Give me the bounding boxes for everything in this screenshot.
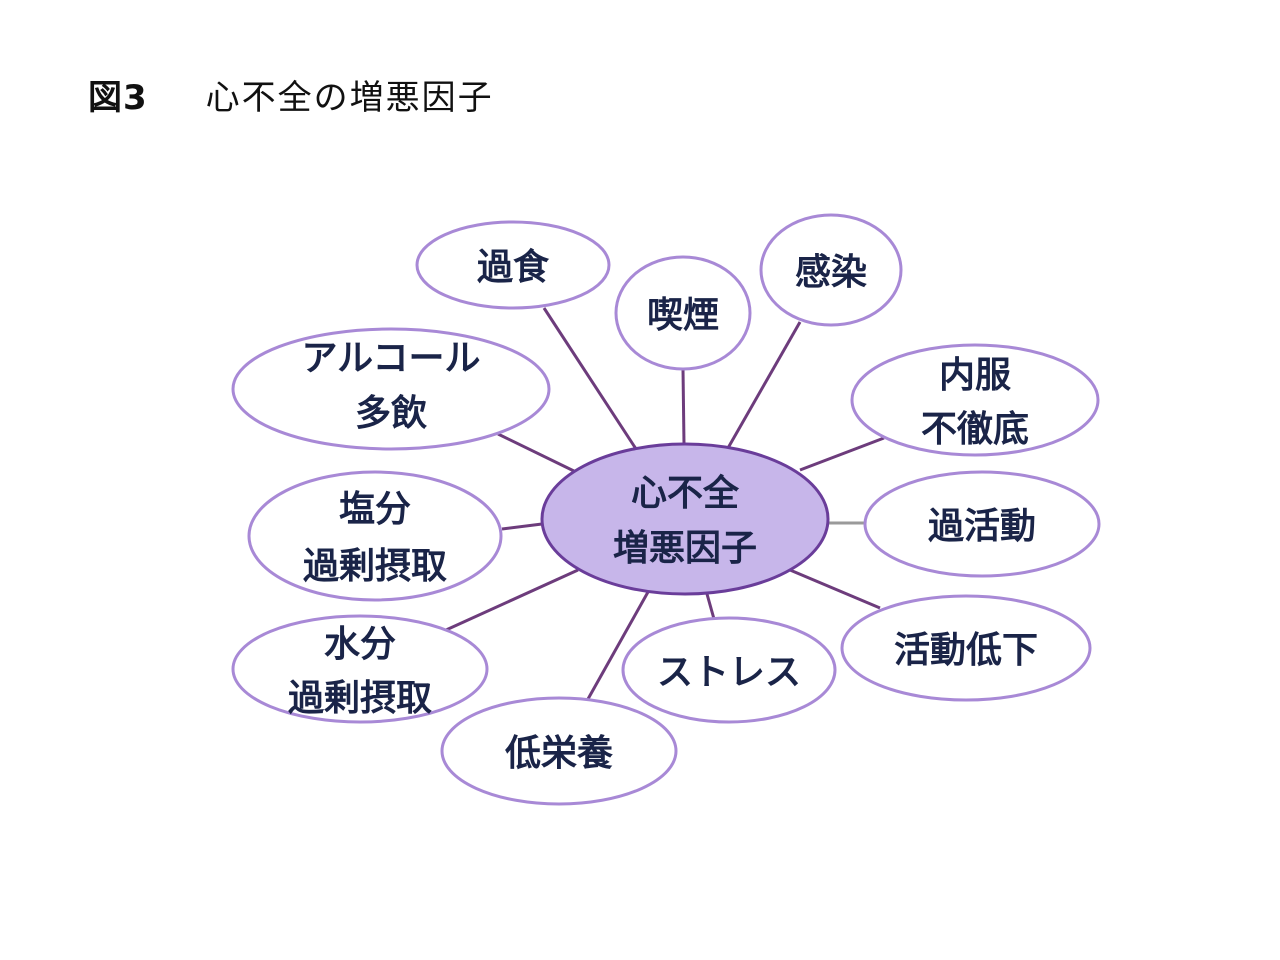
figure-label: 図3 <box>88 77 148 118</box>
connector-overeating <box>542 307 640 453</box>
node-alcohol: アルコール 多飲 <box>231 327 551 451</box>
connector-water <box>445 568 579 632</box>
connector-malnutrition <box>586 591 650 700</box>
node-reduced-activity-line-1: 活動低下 <box>894 630 1038 671</box>
hub-line-2: 増悪因子 <box>613 528 757 569</box>
node-water-line-2: 過剰摂取 <box>288 678 432 719</box>
node-overactivity-line-1: 過活動 <box>928 506 1036 547</box>
node-overeating: 過食 <box>415 220 611 310</box>
node-stress-line-1: ストレス <box>657 652 801 693</box>
node-salt: 塩分 過剰摂取 <box>247 470 503 602</box>
connector-alcohol <box>497 432 577 474</box>
node-medication-line-2: 不徹底 <box>921 409 1029 450</box>
node-salt-line-1: 塩分 <box>339 489 411 530</box>
node-infection-line-1: 感染 <box>795 252 867 293</box>
connector-infection <box>726 321 802 449</box>
connector-reduced-activity <box>789 568 881 610</box>
connector-medication <box>799 436 885 472</box>
connector-smoking <box>681 368 686 445</box>
node-alcohol-line-2: 多飲 <box>355 393 428 434</box>
node-water: 水分 過剰摂取 <box>231 614 489 724</box>
connector-salt <box>501 522 543 531</box>
connector-stress <box>705 593 716 620</box>
node-reduced-activity: 活動低下 <box>840 594 1092 702</box>
node-medication: 内服 不徹底 <box>850 343 1100 457</box>
node-malnutrition-line-1: 低栄養 <box>505 733 613 774</box>
node-infection: 感染 <box>759 213 903 327</box>
node-smoking: 喫煙 <box>614 255 752 371</box>
node-smoking-line-1: 喫煙 <box>647 295 719 336</box>
hub-line-1: 心不全 <box>631 472 740 514</box>
connectors <box>445 307 885 700</box>
hub-node: 心不全 増悪因子 <box>540 442 830 596</box>
figure-title: 心不全の増悪因子 <box>205 77 494 118</box>
node-medication-line-1: 内服 <box>939 355 1011 396</box>
node-water-line-1: 水分 <box>324 624 396 665</box>
node-overactivity: 過活動 <box>863 470 1101 578</box>
node-stress: ストレス <box>621 616 837 724</box>
node-overeating-line-1: 過食 <box>477 247 550 288</box>
node-salt-line-2: 過剰摂取 <box>303 546 447 587</box>
figure-header: 図3 心不全の増悪因子 <box>88 66 494 122</box>
node-malnutrition: 低栄養 <box>440 696 678 806</box>
node-alcohol-line-1: アルコール <box>302 338 481 379</box>
